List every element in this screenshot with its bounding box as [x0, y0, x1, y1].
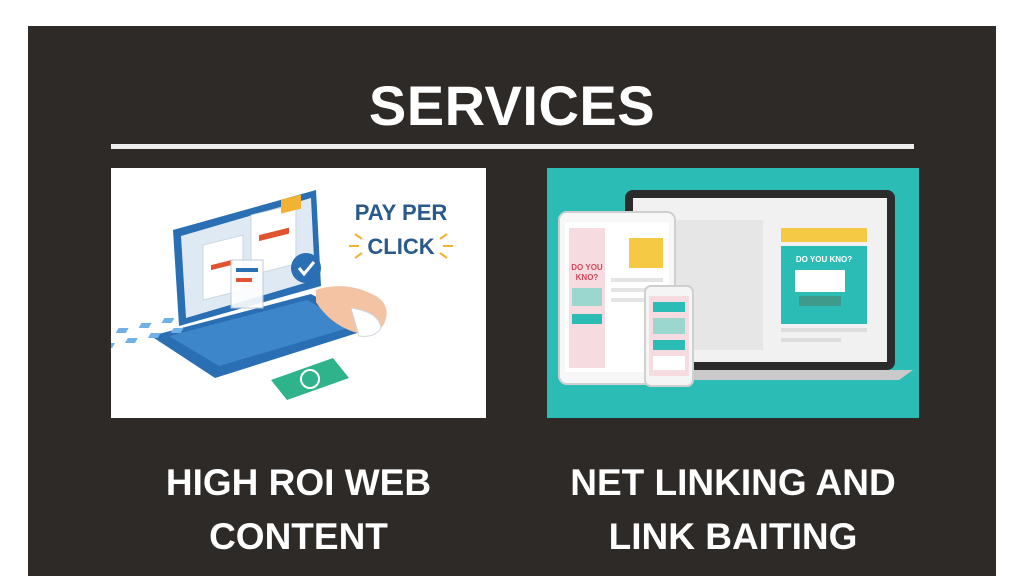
services-slide: SERVICES — [28, 26, 996, 576]
service-caption-high-roi: HIGH ROI WEB CONTENT — [111, 456, 486, 564]
laptop-banner-text: DO YOU KNO? — [796, 255, 852, 264]
caption-line: LINK BAITING — [608, 516, 858, 557]
caption-line: HIGH ROI WEB — [165, 462, 432, 503]
service-caption-net-linking: NET LINKING AND LINK BAITING — [528, 456, 938, 564]
pay-per-click-image: PAY PER CLICK — [111, 168, 486, 418]
caption-line: CONTENT — [209, 516, 388, 557]
responsive-devices-illustration: DO YOU KNO? DO YOU KNO? — [558, 190, 913, 387]
tablet-text-line1: DO YOU — [571, 263, 603, 272]
caption-line: NET LINKING AND — [570, 462, 896, 503]
net-linking-image: DO YOU KNO? DO YOU KNO? — [547, 168, 919, 418]
title-divider — [111, 144, 914, 149]
ppc-label-line1: PAY PER — [355, 200, 448, 225]
tablet-text-line2: KNO? — [576, 273, 599, 282]
ppc-label-line2: CLICK — [367, 234, 434, 259]
pay-per-click-illustration: PAY PER CLICK — [111, 190, 453, 400]
page-title: SERVICES — [368, 74, 656, 137]
